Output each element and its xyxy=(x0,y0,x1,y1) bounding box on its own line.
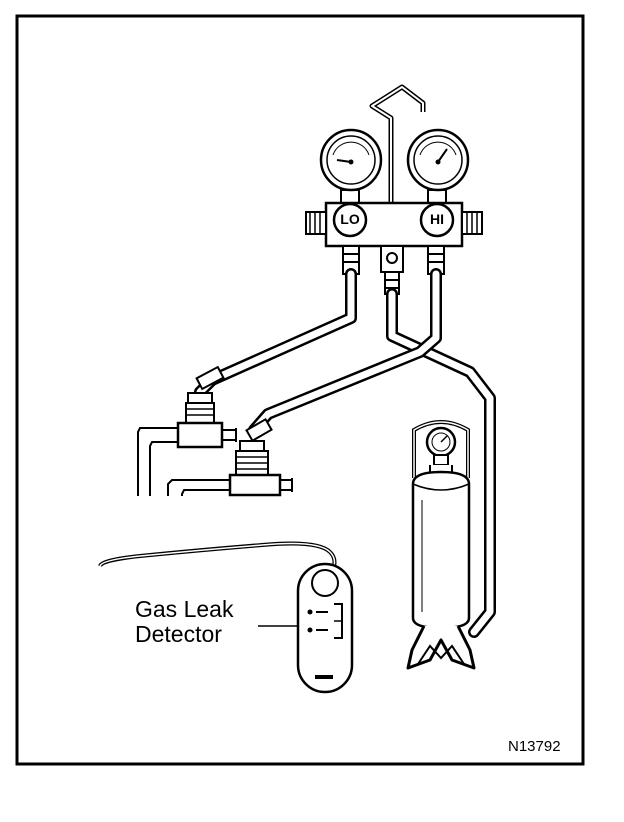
detector-probe xyxy=(98,541,337,568)
refrigerant-cylinder xyxy=(406,420,476,670)
high-pressure-gauge xyxy=(406,128,470,205)
manifold-fittings xyxy=(342,245,445,295)
hi-label: HI xyxy=(430,211,444,227)
lo-label: LO xyxy=(340,211,360,227)
gas-leak-detector xyxy=(98,541,354,694)
figure-border xyxy=(15,14,585,766)
low-pressure-gauge xyxy=(319,128,383,205)
figure-code: N13792 xyxy=(508,738,561,755)
hi-badge xyxy=(419,202,455,238)
lo-badge xyxy=(332,202,368,238)
high-side-service-valve xyxy=(167,417,293,497)
manifold-body xyxy=(305,201,483,248)
detector-label-line1: Gas Leak xyxy=(135,596,234,622)
low-side-service-valve xyxy=(137,365,237,496)
detector-label-line2: Detector xyxy=(135,621,222,647)
